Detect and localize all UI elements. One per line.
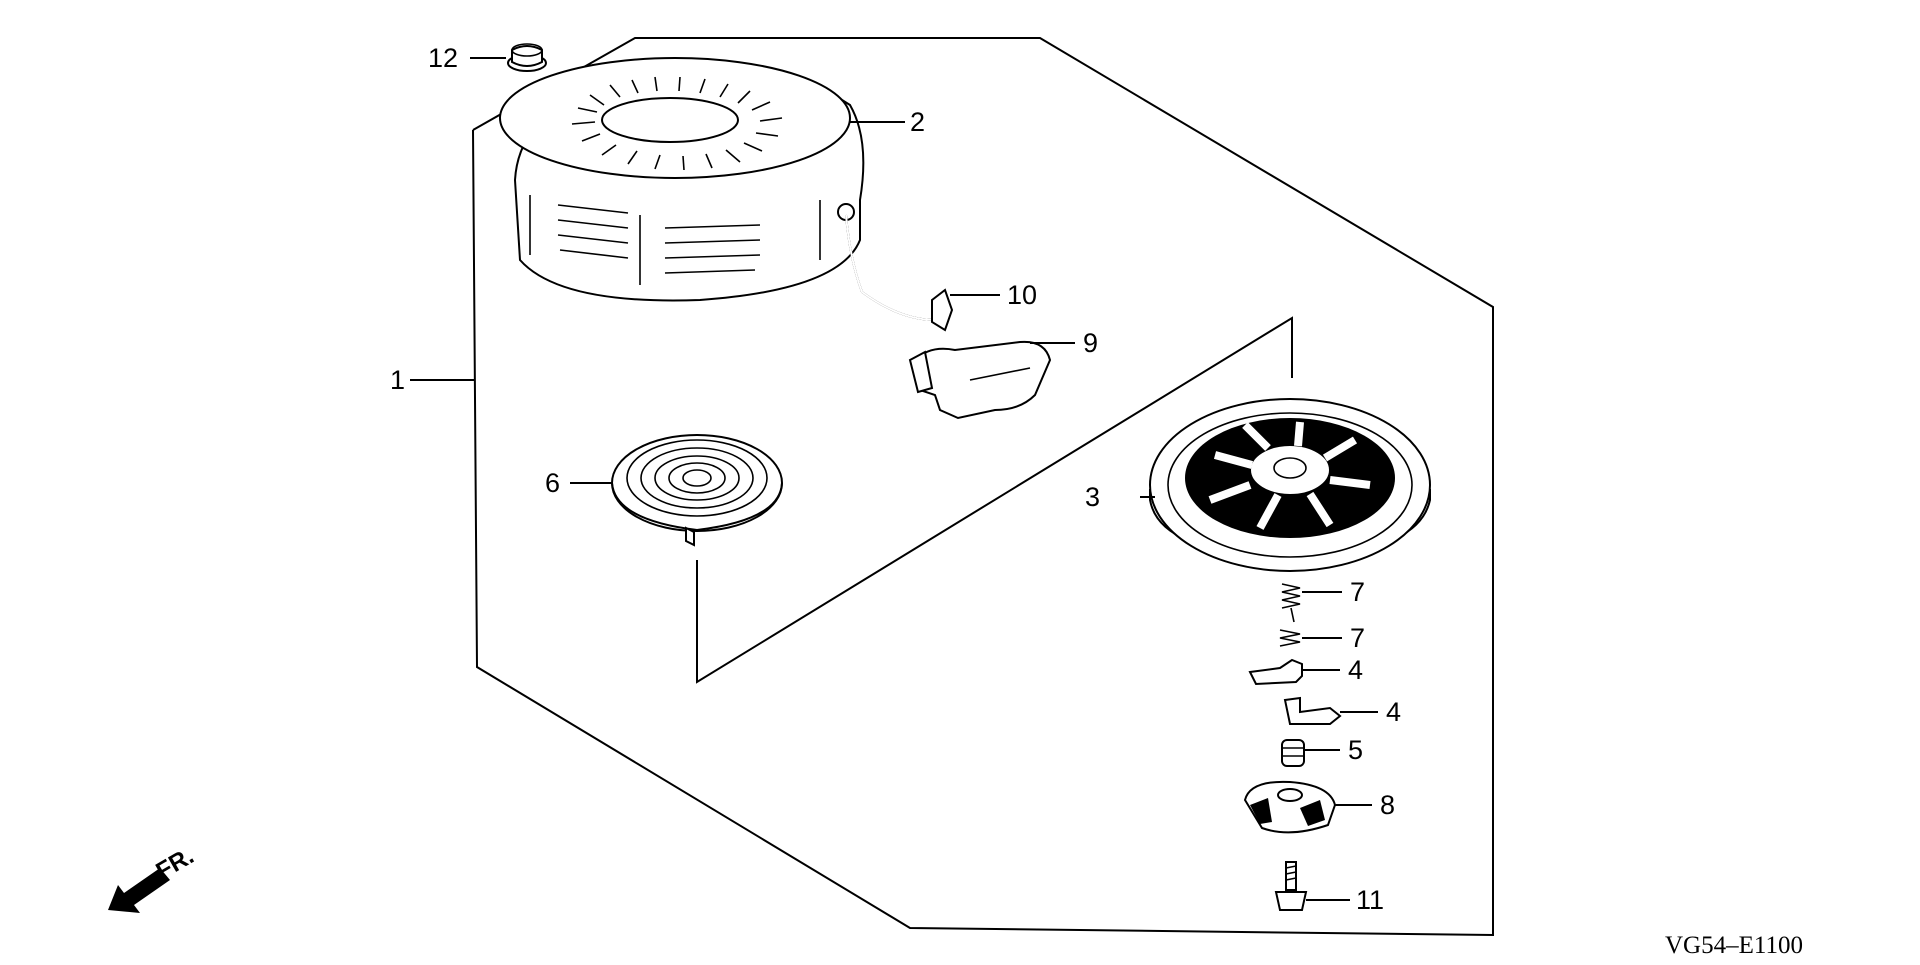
label-part-3: 3 — [1085, 482, 1100, 512]
label-part-4a: 4 — [1348, 655, 1363, 685]
label-part-9: 9 — [1083, 328, 1098, 358]
label-part-7a: 7 — [1350, 577, 1365, 607]
label-part-5: 5 — [1348, 735, 1363, 765]
ratchet-part-b — [1283, 696, 1378, 725]
starter-rope-part — [845, 214, 1000, 332]
friction-spring-part — [1281, 739, 1340, 767]
ratchet-part-a — [1248, 658, 1340, 686]
label-part-10: 10 — [1007, 280, 1037, 310]
starter-grip-part — [908, 340, 1075, 420]
label-part-6: 6 — [545, 468, 560, 498]
front-direction-indicator: FR. — [108, 842, 198, 913]
sub-assembly-outline — [696, 316, 1293, 684]
recoil-spring-part — [570, 434, 783, 547]
starter-reel-part — [1140, 398, 1431, 572]
label-part-12: 12 — [428, 43, 458, 73]
label-part-11: 11 — [1356, 885, 1384, 915]
label-part-8: 8 — [1380, 790, 1395, 820]
diagram-code: VG54–E1100 — [1665, 932, 1803, 959]
label-part-2: 2 — [910, 107, 925, 137]
flange-nut-part — [470, 43, 547, 72]
label-part-4b: 4 — [1386, 697, 1401, 727]
ratchet-spring-part-a — [1281, 583, 1342, 623]
assembly-outline — [472, 37, 1494, 937]
label-part-1: 1 — [390, 365, 405, 395]
label-part-7b: 7 — [1350, 623, 1365, 653]
starter-case-part — [499, 57, 905, 302]
ratchet-guide-part — [1243, 780, 1372, 834]
setting-screw-part — [1274, 861, 1350, 911]
part-labels: 12 2 10 9 1 6 3 7 7 4 4 5 8 11 — [390, 43, 1401, 915]
ratchet-spring-part-b — [1279, 629, 1342, 647]
front-arrow-icon — [108, 868, 170, 913]
